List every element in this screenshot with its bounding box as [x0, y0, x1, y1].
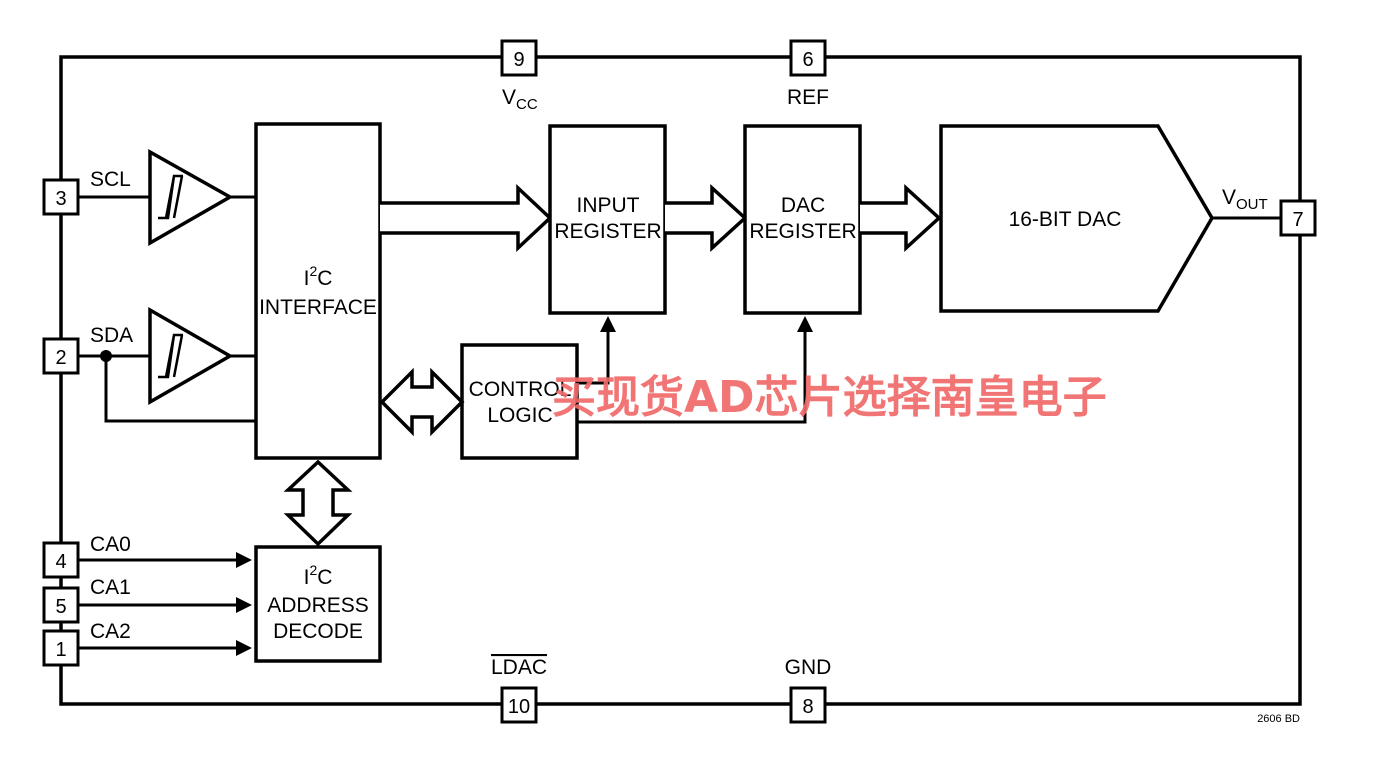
- control-logic-label-line1: CONTROL: [469, 378, 572, 401]
- bus-input-to-dac-register: [665, 184, 748, 252]
- bus-interface-to-input-register: [380, 183, 553, 253]
- figure-id: 2606 BD: [1257, 713, 1300, 725]
- ca0-arrowhead: [236, 552, 252, 568]
- pin-ldac: 10: [500, 686, 538, 724]
- pin-vcc-box: [500, 39, 538, 77]
- pin-vout: 7: [1279, 199, 1317, 237]
- input-register-label-line2: REGISTER: [554, 220, 661, 243]
- bus-dac-register-to-dac: [860, 184, 942, 252]
- pin-sda-number: 2: [55, 347, 66, 369]
- signal-ca1-label: CA1: [90, 576, 131, 599]
- signal-ref-label: REF: [787, 86, 829, 109]
- signal-ldac-label: LDAC: [491, 656, 547, 679]
- control-to-input-register-wire: [577, 330, 610, 385]
- pin-ca2: 1: [42, 629, 80, 667]
- ca1-arrowhead: [236, 597, 252, 613]
- pin-ca0: 4: [42, 541, 80, 579]
- pin-ca2-box: [42, 629, 80, 667]
- sda-schmitt-buffer: [148, 306, 234, 406]
- pin-ldac-box: [500, 686, 538, 724]
- signal-ca0-label: CA0: [90, 533, 131, 556]
- sda-return-wire: [104, 356, 256, 423]
- scl-schmitt-icon: [158, 174, 184, 220]
- sda-schmitt-icon: [158, 333, 184, 379]
- pin-sda: 2: [42, 337, 80, 375]
- dac-block: [939, 124, 1215, 313]
- pin-ca1-number: 5: [55, 596, 66, 618]
- scl-schmitt-buffer: [148, 149, 234, 247]
- pin-gnd-box: [789, 686, 827, 724]
- address-decode-block: [254, 545, 382, 663]
- i2c-interface-block: [254, 122, 382, 460]
- control-logic-block: [460, 343, 579, 460]
- pin-vout-number: 7: [1292, 209, 1303, 231]
- signal-gnd-label: GND: [785, 656, 832, 679]
- i2c-interface-label-line1: I2C: [304, 263, 333, 290]
- pin-ref-number: 6: [802, 49, 813, 71]
- pin-scl: 3: [42, 178, 80, 216]
- control-to-input-register-arrowhead: [600, 316, 616, 332]
- pin-ca2-number: 1: [55, 639, 66, 661]
- pin-ca1: 5: [42, 586, 80, 624]
- control-logic-label-line2: LOGIC: [487, 404, 552, 427]
- pin-ref-box: [789, 39, 827, 77]
- pin-ldac-number: 10: [508, 696, 530, 718]
- pin-ref: 6: [789, 39, 827, 77]
- input-register-label-line1: INPUT: [577, 194, 640, 217]
- dac-register-label-line1: DAC: [781, 194, 825, 217]
- signal-vout-label: VOUT: [1222, 186, 1268, 213]
- input-register-block: [548, 124, 667, 315]
- dac-register-block: [743, 124, 862, 315]
- pin-vcc-number: 9: [513, 49, 524, 71]
- bus-interface-address-decode: [283, 459, 353, 547]
- watermark-text: 买现货AD芯片选择南皇电子: [552, 372, 1107, 423]
- pin-sda-box: [42, 337, 80, 375]
- signal-sda-label: SDA: [90, 324, 133, 347]
- address-decode-label-line2: ADDRESS: [267, 594, 369, 617]
- pin-vcc: 9: [500, 39, 538, 77]
- pin-ca0-number: 4: [55, 551, 66, 573]
- signal-scl-label: SCL: [90, 168, 131, 191]
- i2c-interface-label-line2: INTERFACE: [259, 296, 377, 319]
- pin-ca0-box: [42, 541, 80, 579]
- control-to-dac-register-wire: [577, 330, 807, 424]
- signal-ca2-label: CA2: [90, 620, 131, 643]
- bus-interface-control-logic: [379, 367, 465, 437]
- address-decode-label-line3: DECODE: [273, 620, 363, 643]
- dac-label: 16-BIT DAC: [1009, 208, 1122, 231]
- ca2-arrowhead: [236, 640, 252, 656]
- pin-scl-number: 3: [55, 188, 66, 210]
- pin-gnd: 8: [789, 686, 827, 724]
- pin-gnd-number: 8: [802, 696, 813, 718]
- chip-outline: [59, 55, 1302, 706]
- address-decode-label-line1: I2C: [304, 562, 333, 589]
- control-to-dac-register-arrowhead: [797, 316, 813, 332]
- dac-register-label-line2: REGISTER: [749, 220, 856, 243]
- signal-vcc-label: VCC: [502, 86, 538, 113]
- pin-ca1-box: [42, 586, 80, 624]
